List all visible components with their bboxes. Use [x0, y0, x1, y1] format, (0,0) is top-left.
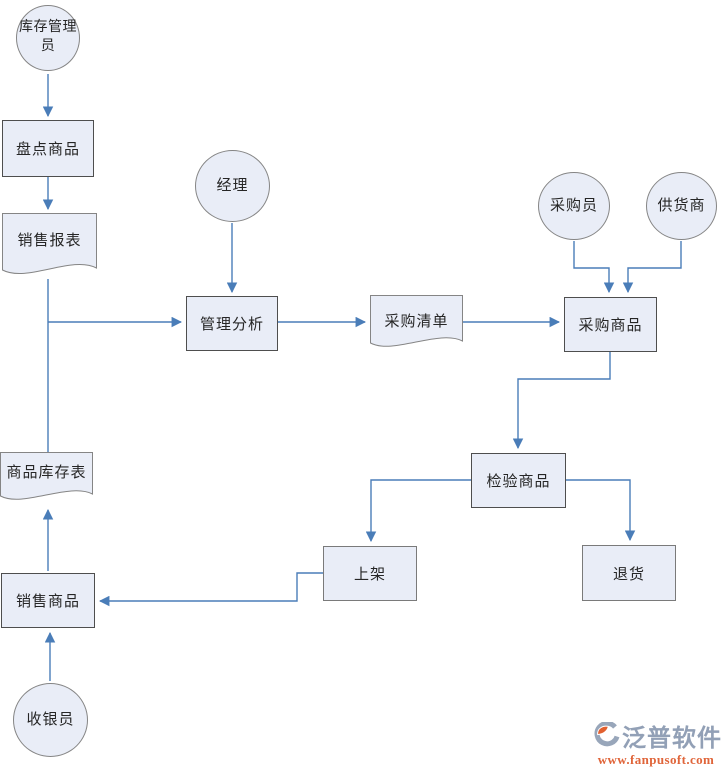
node-cashier-label: 收银员	[26, 711, 75, 728]
node-inventory-manager-label: 库存管理员	[19, 20, 77, 54]
node-count-goods: 盘点商品	[2, 120, 94, 177]
node-shelve-label: 上架	[353, 567, 386, 583]
node-manager: 经理	[195, 150, 270, 222]
node-sales-report-label: 销售报表	[17, 233, 82, 249]
node-return-goods-label: 退货	[612, 566, 645, 583]
vendor-logo-text: 泛普软件	[622, 725, 722, 752]
edge-purchaser-to-purchase-goods	[573, 241, 615, 294]
goods-inventory-table-shape	[0, 452, 93, 500]
sales-report-shape	[2, 213, 97, 275]
edge-inspect-goods-to-shelve	[365, 479, 471, 543]
node-goods-inventory-table-label: 商品库存表	[6, 465, 87, 481]
node-supplier-label: 供货商	[657, 197, 706, 214]
purchase-list-shape	[370, 295, 463, 347]
node-management-analysis: 管理分析	[186, 296, 278, 351]
node-inspect-goods: 检验商品	[471, 453, 566, 508]
node-purchase-goods: 采购商品	[564, 297, 657, 352]
node-sell-goods-label: 销售商品	[15, 594, 80, 610]
node-cashier: 收银员	[13, 683, 88, 757]
node-supplier: 供货商	[646, 172, 717, 240]
fanpu-logo-icon	[594, 722, 620, 747]
node-inspect-goods-label: 检验商品	[486, 474, 551, 490]
node-sell-goods: 销售商品	[1, 573, 95, 628]
vendor-url-link[interactable]: www.fanpusoft.com	[597, 752, 715, 767]
node-shelve: 上架	[323, 546, 417, 601]
node-management-analysis-label: 管理分析	[199, 317, 264, 333]
node-inventory-manager: 库存管理员	[16, 5, 80, 71]
edge-shelve-to-sell-goods	[98, 572, 323, 607]
node-purchase-list-label: 采购清单	[384, 314, 449, 330]
node-sales-report: 销售报表	[2, 229, 97, 250]
node-purchaser: 采购员	[538, 172, 610, 240]
node-return-goods: 退货	[582, 545, 676, 601]
edge-supplier-to-purchase-goods	[622, 241, 682, 294]
node-manager-label: 经理	[216, 177, 249, 194]
edge-inspect-goods-to-return-goods	[566, 479, 636, 542]
node-goods-inventory-table: 商品库存表	[0, 461, 93, 482]
node-purchase-goods-label: 采购商品	[578, 318, 643, 334]
edge-purchase-goods-to-inspect-goods	[512, 352, 611, 450]
node-count-goods-label: 盘点商品	[15, 142, 80, 158]
node-purchaser-label: 采购员	[549, 197, 598, 214]
vendor-watermark: 泛普软件 www.fanpusoft.com	[593, 718, 725, 767]
node-purchase-list: 采购清单	[370, 310, 463, 331]
